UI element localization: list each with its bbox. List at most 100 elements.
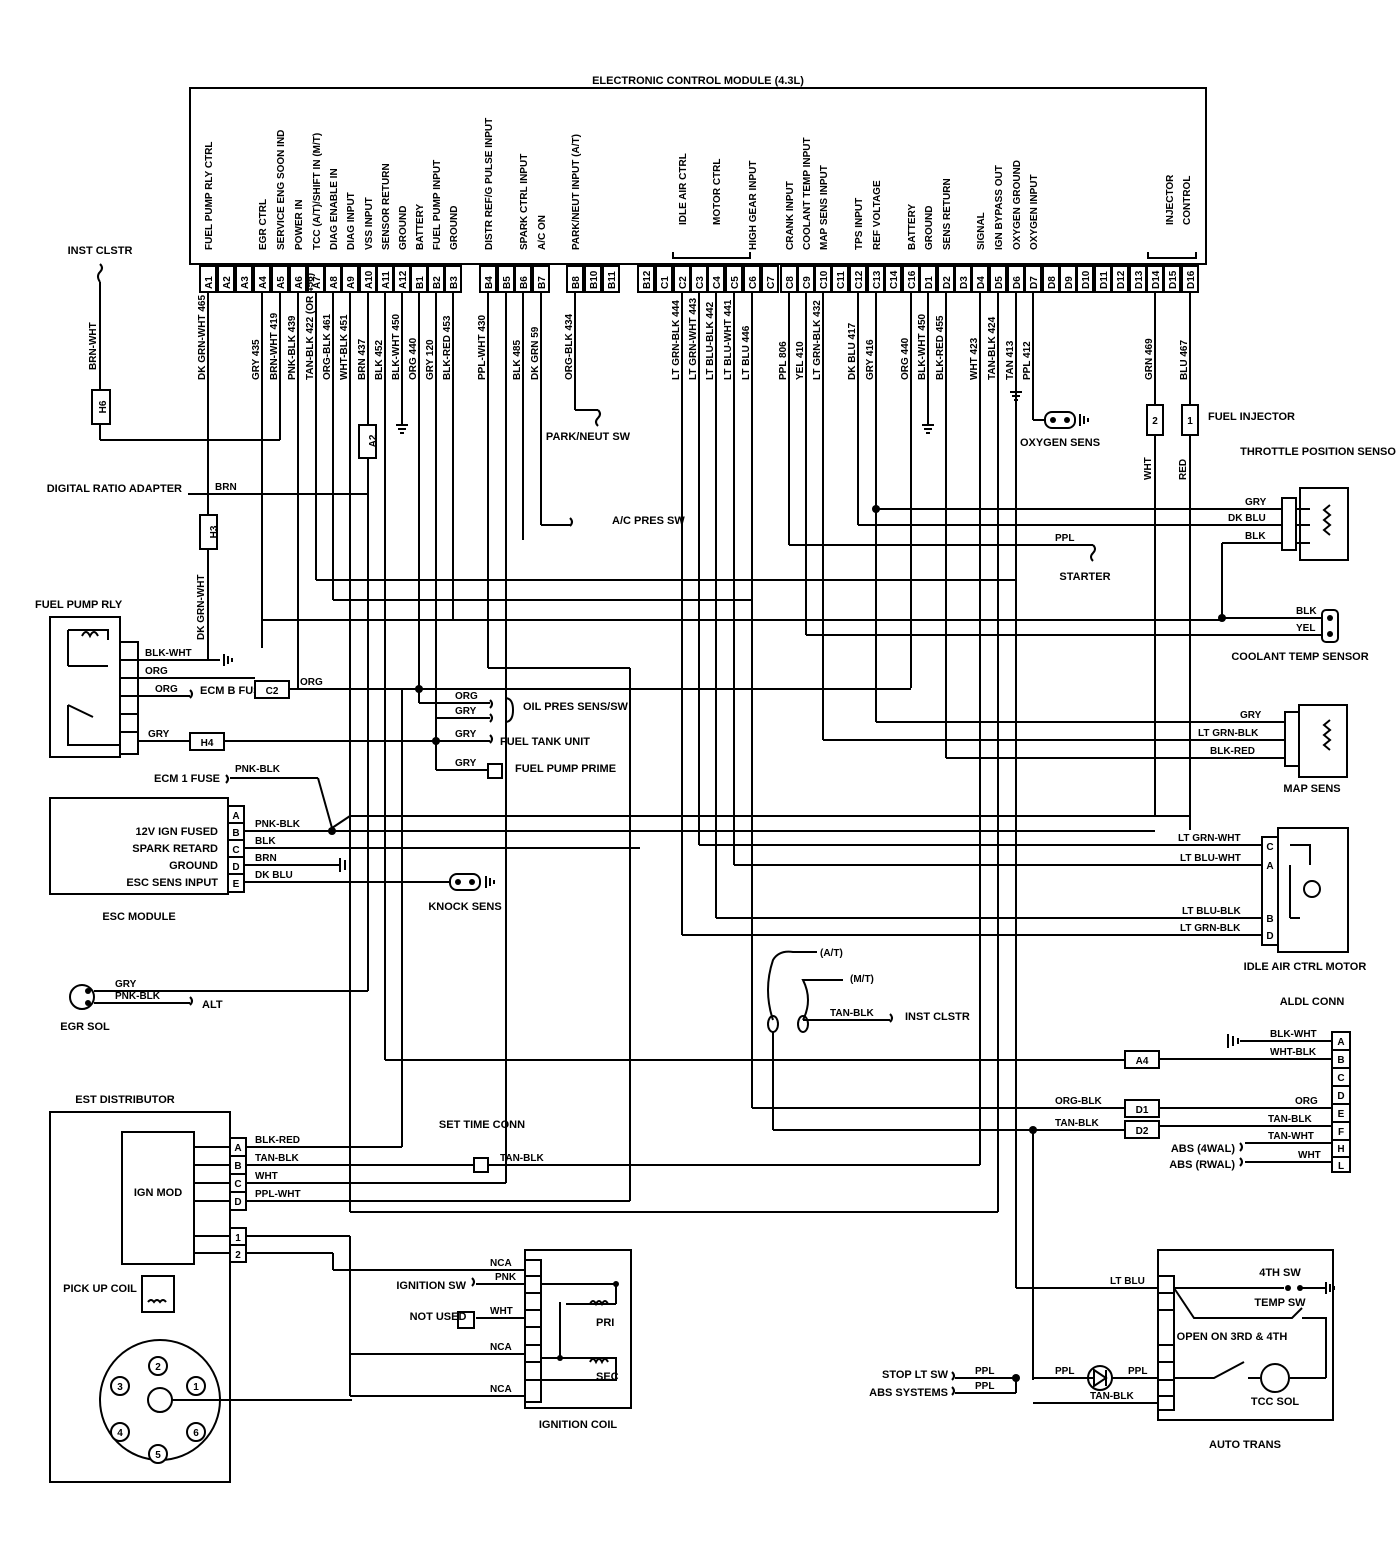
wire-label: GRY 120 [425, 339, 436, 380]
ecm-pin-label: B11 [607, 271, 618, 289]
ecm-pin-label: B10 [589, 270, 600, 289]
ecm-function-label: COOLANT TEMP INPUT [802, 137, 813, 250]
svg-text:BLK: BLK [1296, 606, 1317, 617]
auto-trans-label: AUTO TRANS [1209, 1439, 1281, 1451]
ecm-pin-label: C6 [748, 276, 759, 289]
wire-label: YEL 410 [795, 341, 806, 380]
svg-text:A: A [234, 1143, 241, 1154]
injector-pin-1 [1181, 404, 1199, 436]
svg-text:PPL-WHT: PPL-WHT [255, 1189, 301, 1200]
svg-text:PPL: PPL [1055, 533, 1074, 544]
ecm-pin-label: D3 [959, 276, 970, 289]
svg-text:DK BLU: DK BLU [1228, 513, 1266, 524]
svg-text:5: 5 [155, 1450, 161, 1461]
ignition-sw-label: IGNITION SW [396, 1280, 466, 1292]
svg-text:C2: C2 [266, 686, 279, 697]
starter-label: STARTER [1059, 571, 1110, 583]
not-used-label: NOT USED [410, 1311, 467, 1323]
coolant-temp-sensor [1321, 609, 1339, 643]
iac-bracket [672, 252, 751, 259]
svg-text:H3: H3 [209, 525, 220, 538]
ecm-function-label: IDLE AIR CTRL [678, 153, 689, 225]
wire-label: ORG-BLK 461 [322, 313, 333, 380]
fuel-tank-unit-label: FUEL TANK UNIT [500, 736, 590, 748]
svg-text:TAN-BLK: TAN-BLK [255, 1153, 299, 1164]
ecm-pin-label: A1 [204, 276, 215, 289]
ecm-1-fuse-label: ECM 1 FUSE [154, 773, 220, 785]
pick-up-coil [141, 1275, 175, 1313]
svg-text:E: E [1338, 1109, 1345, 1120]
ecm-function-label: TPS INPUT [854, 198, 865, 250]
ecm-pin-label: A11 [381, 271, 392, 289]
svg-text:C: C [1337, 1073, 1344, 1084]
svg-text:2: 2 [155, 1362, 161, 1373]
svg-text:1: 1 [235, 1233, 241, 1244]
ecm-pin-label: D10 [1081, 270, 1092, 289]
ecm-function-label: A/C ON [537, 215, 548, 250]
ecm-grounds [396, 380, 1022, 434]
svg-text:H: H [1337, 1144, 1344, 1155]
ecm-pin [831, 265, 849, 293]
knock-sens [449, 873, 481, 891]
ecm-function-label: OXYGEN INPUT [1029, 174, 1040, 250]
svg-text:GRY: GRY [1240, 710, 1262, 721]
svg-text:NCA: NCA [490, 1258, 512, 1269]
svg-text:F: F [1338, 1127, 1344, 1138]
ecm-function-label: VSS INPUT [364, 197, 375, 250]
oxygen-sens-label: OXYGEN SENS [1020, 437, 1100, 449]
egr-sol-label: EGR SOL [60, 1021, 110, 1033]
ecm-function-label: INJECTOR [1165, 174, 1176, 225]
svg-text:LT BLU-WHT: LT BLU-WHT [1180, 853, 1241, 864]
svg-text:C: C [232, 845, 239, 856]
svg-text:(M/T): (M/T) [850, 974, 874, 985]
wire-label: BLK-RED 453 [442, 315, 453, 380]
auto-trans-box [1157, 1249, 1334, 1421]
splice-d2 [1124, 1120, 1160, 1139]
wire-label: BLK 452 [374, 340, 385, 380]
svg-text:TAN-BLK: TAN-BLK [1268, 1114, 1312, 1125]
svg-text:6: 6 [193, 1428, 199, 1439]
brn-wht-label: BRN-WHT [88, 322, 99, 370]
svg-text:D: D [232, 862, 239, 873]
park-neut-sw-label: PARK/NEUT SW [546, 431, 631, 443]
svg-text:BLK: BLK [1245, 531, 1266, 542]
ignition-coil-box [524, 1249, 632, 1409]
svg-text:B: B [232, 828, 239, 839]
ecm-pin-label: C11 [836, 271, 847, 289]
ecm-pin-label: A4 [258, 276, 269, 289]
wire-label: ORG-BLK 434 [564, 313, 575, 380]
ecm-pin-label: A5 [276, 276, 287, 289]
ecm-pin-label: D13 [1134, 270, 1145, 289]
wire-label: BRN 437 [357, 338, 368, 380]
ecm-function-label: CONTROL [1182, 176, 1193, 225]
ecm-pin-label: B6 [519, 276, 530, 289]
svg-text:ABS (4WAL): ABS (4WAL) [1171, 1143, 1236, 1155]
wire-label: PNK-BLK 439 [287, 315, 298, 380]
svg-text:YEL: YEL [1296, 623, 1315, 634]
ecm-pin-label: B3 [449, 276, 460, 289]
svg-text:RED: RED [1178, 459, 1189, 480]
ecm-pin-label: C12 [854, 270, 865, 289]
ecm-pin [637, 265, 655, 293]
svg-text:PPL: PPL [975, 1381, 994, 1392]
svg-text:GROUND: GROUND [169, 860, 218, 872]
alt-label: ALT [202, 999, 223, 1011]
ecm-pin [655, 265, 673, 293]
ecm-pin-label: D2 [942, 276, 953, 289]
pri-label: PRI [596, 1317, 614, 1329]
svg-text:WHT: WHT [490, 1306, 513, 1317]
ecm-function-label: CRANK INPUT [785, 181, 796, 250]
svg-text:GRY: GRY [115, 979, 137, 990]
ecm-pin [217, 265, 235, 293]
ecm-pin-label: C7 [766, 276, 777, 289]
wire-label: TAN 413 [1005, 340, 1016, 380]
aldl-pin-letters: A B C D E F H L [1332, 1037, 1350, 1172]
svg-text:1: 1 [193, 1382, 199, 1393]
svg-text:LT BLU-BLK: LT BLU-BLK [1182, 906, 1241, 917]
ecm-function-label: GROUND [449, 206, 460, 250]
tcc-sol-label: TCC SOL [1251, 1396, 1300, 1408]
ecm-function-label: FUEL PUMP RLY CTRL [204, 141, 215, 250]
ecm-pin [884, 265, 902, 293]
svg-text:PNK: PNK [495, 1272, 517, 1283]
ecm-pin-label: A2 [222, 276, 233, 289]
